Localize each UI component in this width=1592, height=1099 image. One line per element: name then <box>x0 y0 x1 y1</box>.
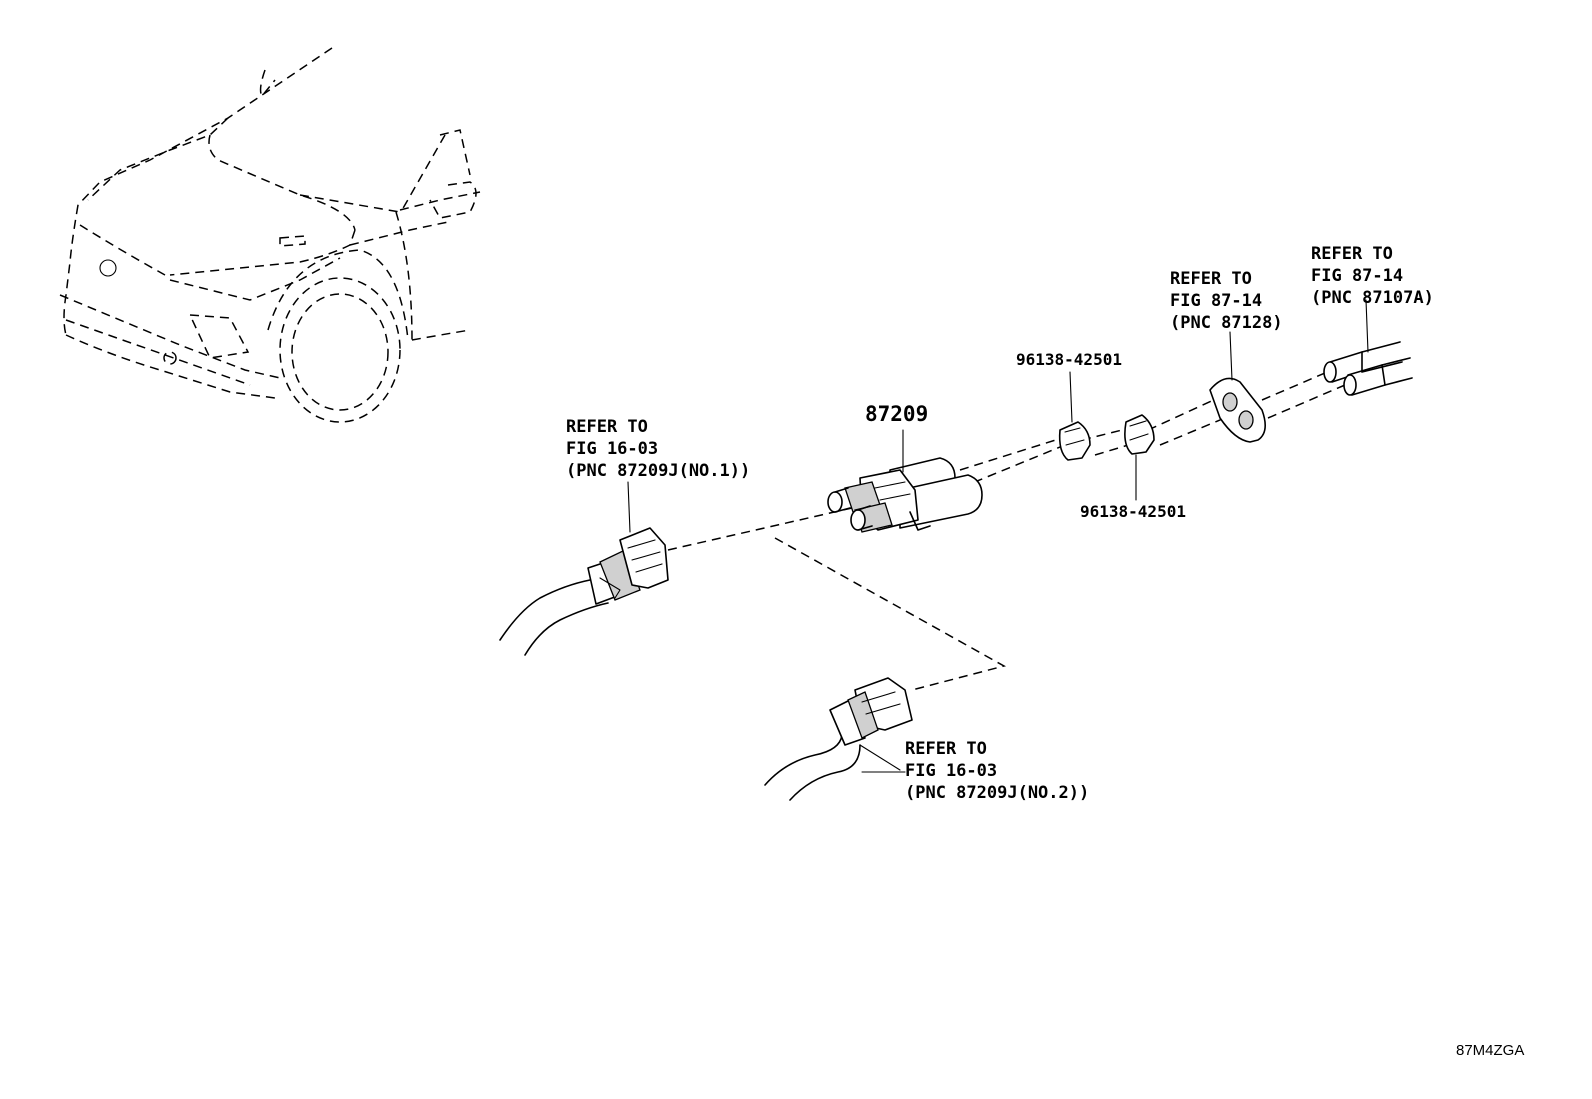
clip-upper-illustration <box>1058 421 1091 461</box>
callout-pipes-line2: FIG 87-14 <box>1311 266 1404 286</box>
hose-no2-illustration <box>764 677 913 801</box>
main-part-87209-illustration <box>827 457 983 533</box>
callout-hose-no2-line3: (PNC 87209J(NO.2)) <box>905 783 1090 803</box>
grommet-illustration <box>1209 377 1266 443</box>
callout-pipes-line3: (PNC 87107A) <box>1311 288 1434 308</box>
diagram-code: 87M4ZGA <box>1456 1042 1525 1059</box>
callout-hose-no1-line2: FIG 16-03 <box>566 439 659 459</box>
part-number-clip-upper: 96138-42501 <box>1016 350 1122 369</box>
callout-pipes-line1: REFER TO <box>1311 244 1393 264</box>
vehicle-front-illustration <box>59 47 481 423</box>
callout-hose-no2-line1: REFER TO <box>905 739 987 759</box>
clip-lower-illustration <box>1124 414 1155 455</box>
callout-grommet-line1: REFER TO <box>1170 269 1252 289</box>
callout-grommet-line2: FIG 87-14 <box>1170 291 1263 311</box>
callout-hose-no1-line1: REFER TO <box>566 417 648 437</box>
pipes-illustration <box>1323 341 1413 396</box>
hose-no1-illustration <box>499 527 669 656</box>
callout-hose-no1-line3: (PNC 87209J(NO.1)) <box>566 461 751 481</box>
callout-hose-no2-line2: FIG 16-03 <box>905 761 998 781</box>
callout-grommet-line3: (PNC 87128) <box>1170 313 1283 333</box>
leader-lines <box>627 299 1369 773</box>
part-number-clip-lower: 96138-42501 <box>1080 502 1186 521</box>
part-number-main: 87209 <box>865 402 929 426</box>
